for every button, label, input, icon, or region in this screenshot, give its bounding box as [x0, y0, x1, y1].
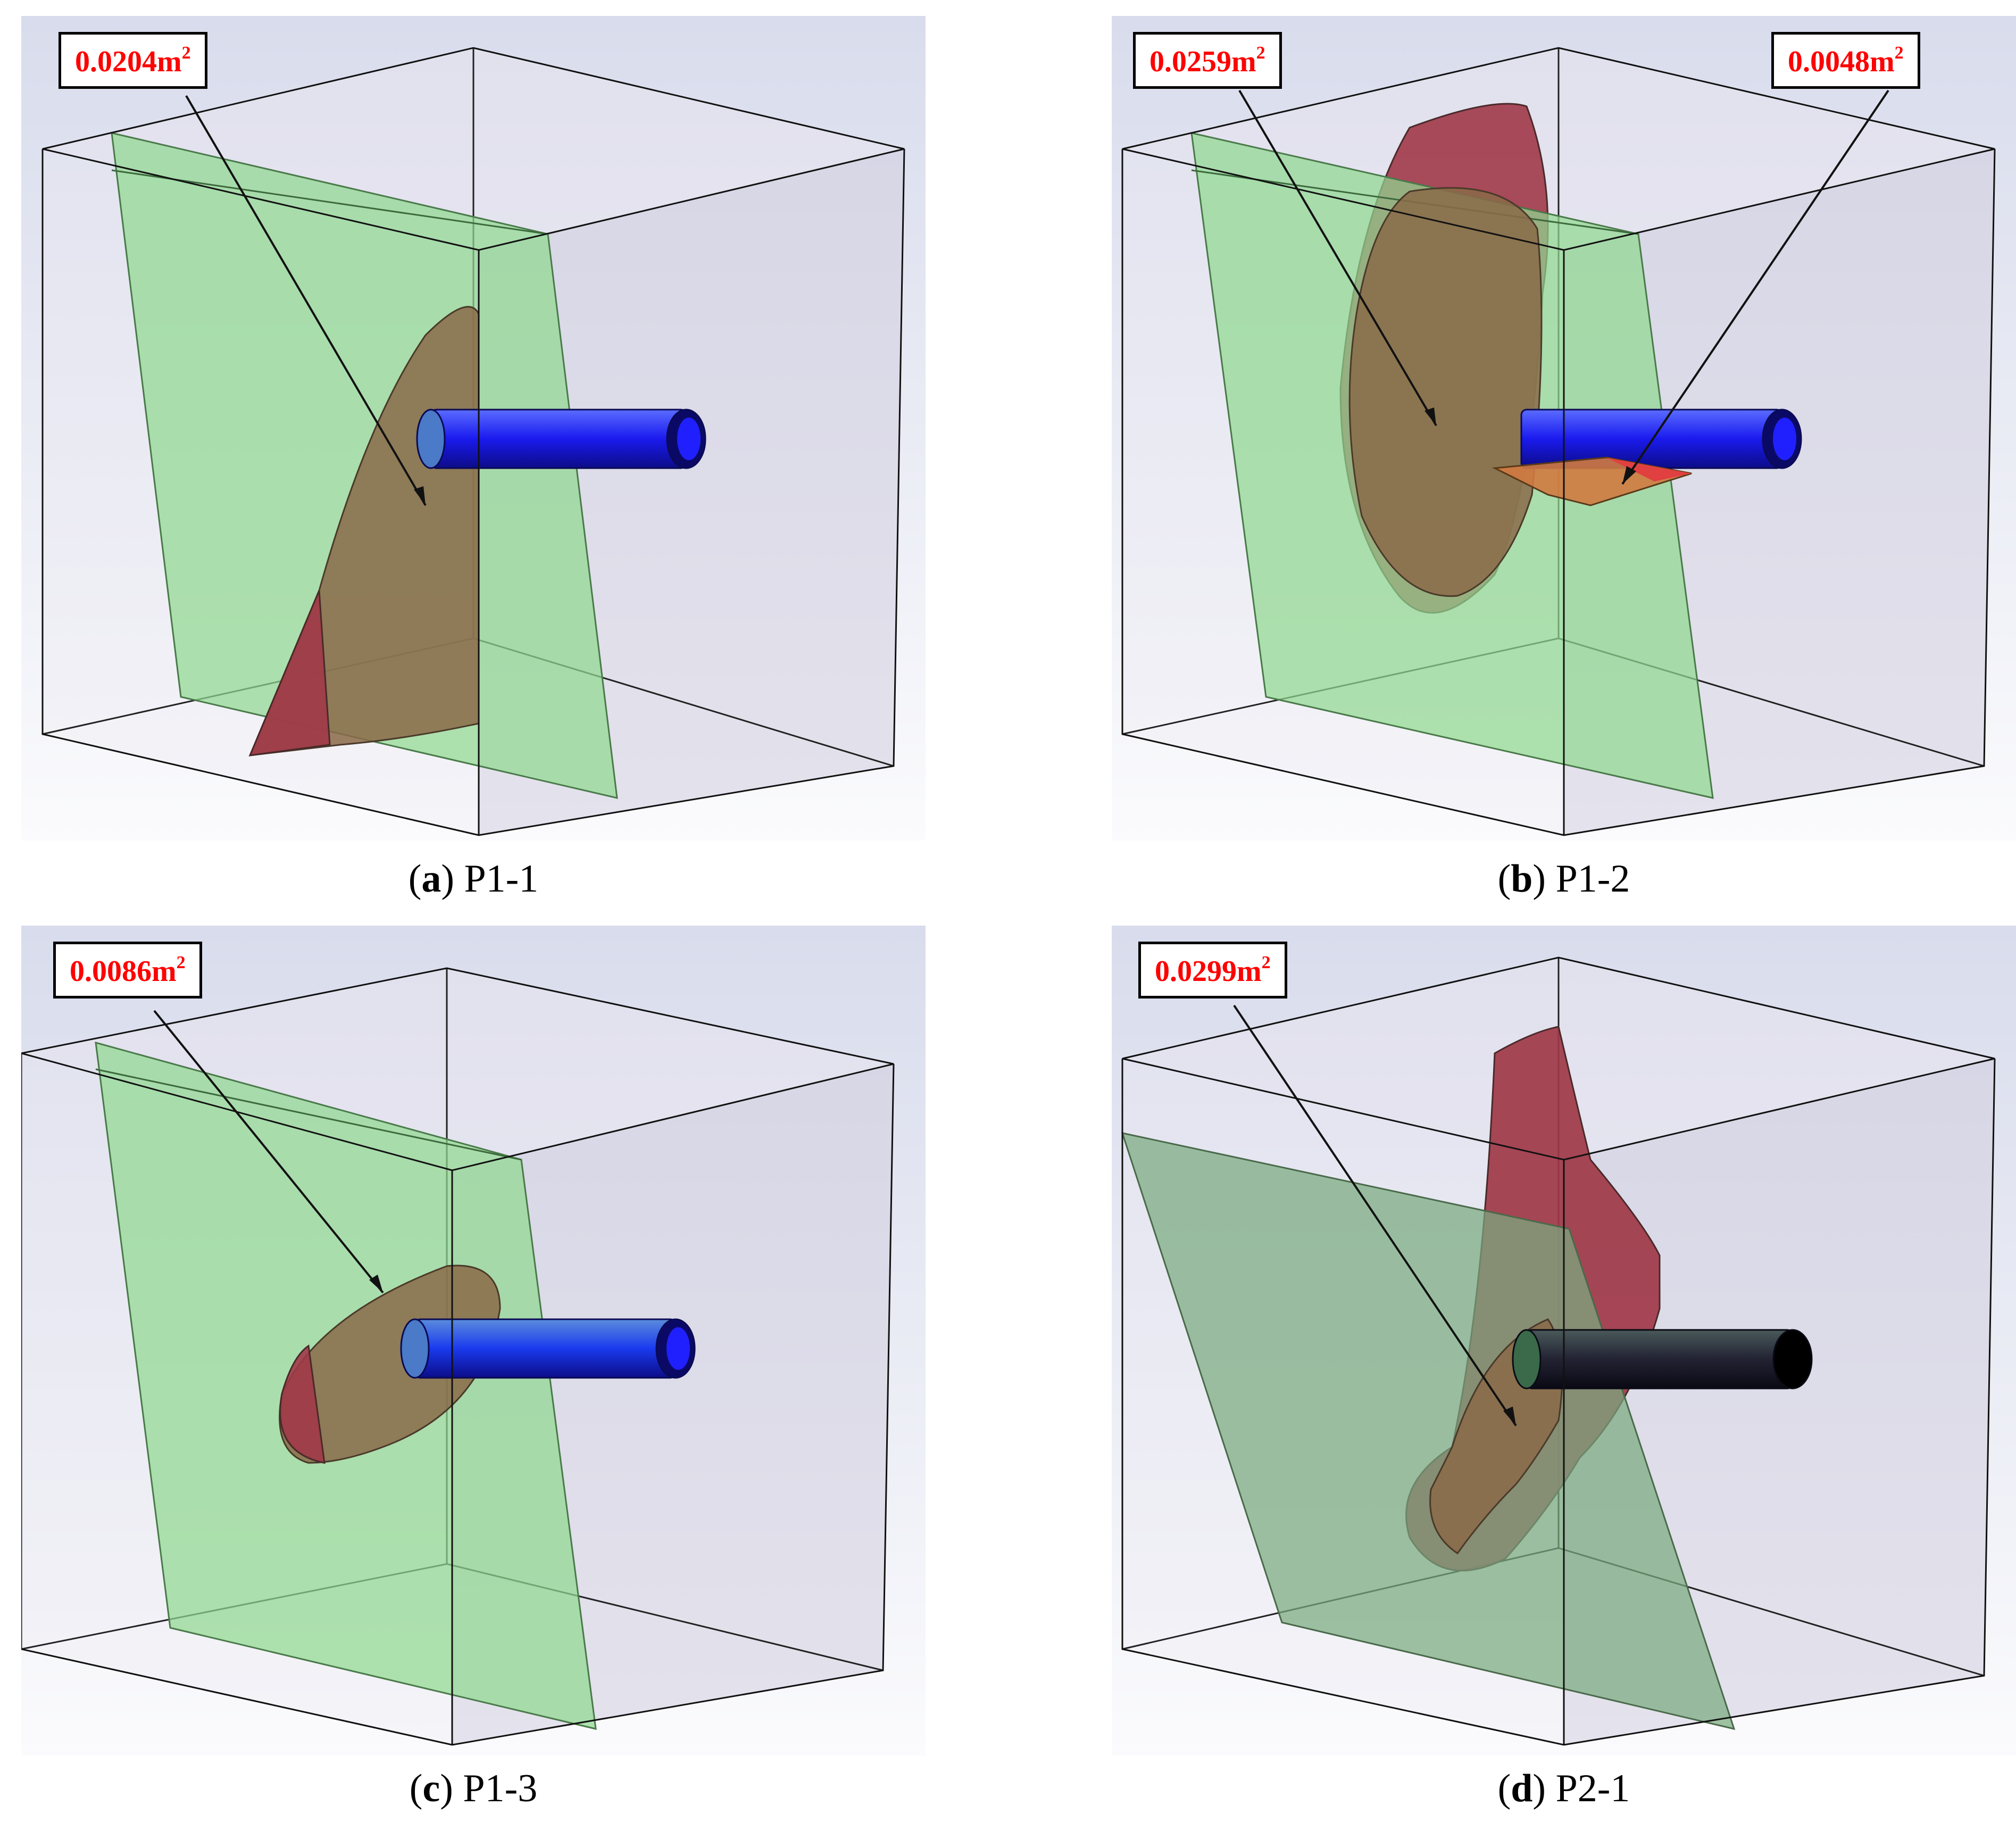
pipe — [414, 1318, 677, 1379]
caption-letter: c — [422, 1767, 440, 1810]
callout-exponent: 2 — [1256, 43, 1265, 63]
pipe-open-end-inner — [667, 1327, 690, 1370]
leader-line — [1233, 1004, 1517, 1427]
leader-arrowhead — [1503, 1407, 1516, 1426]
fracture-surface — [1348, 187, 1543, 597]
pipe-inner-end — [416, 409, 446, 469]
caption-d: (d) P2-1 — [1497, 1767, 1630, 1810]
panel-a-render — [21, 16, 926, 841]
leader-line-1 — [1238, 89, 1437, 427]
pipe-open-end — [1772, 1329, 1813, 1389]
panel-d — [1112, 926, 2016, 1755]
pipe-inner-end — [1512, 1329, 1542, 1389]
panel-c — [21, 926, 926, 1755]
leader-arrowhead-2 — [1622, 466, 1636, 484]
inclined-plane — [1121, 1131, 1736, 1730]
caption-b: (b) P1-2 — [1497, 857, 1630, 901]
panel-d-render — [1112, 926, 2016, 1755]
callout-value: 0.0299m — [1155, 955, 1262, 988]
green-plane-top-edge — [111, 169, 548, 235]
leader-arrowhead — [414, 486, 426, 505]
callout-exponent: 2 — [176, 953, 186, 972]
panel-b-render — [1112, 16, 2016, 841]
panel-a — [21, 16, 926, 841]
callout-value: 0.0259m — [1149, 45, 1256, 78]
caption-letter: b — [1511, 857, 1533, 901]
green-plane-top-edge — [95, 1068, 522, 1161]
fracture-surface-red-part — [279, 1344, 326, 1464]
callout-value: 0.0048m — [1788, 45, 1895, 78]
pipe-open-end-inner — [677, 418, 701, 460]
pipe-inner-end — [400, 1318, 430, 1379]
callout-exponent: 2 — [1261, 953, 1271, 972]
caption-text: P1-1 — [464, 857, 539, 901]
callout-exponent: 2 — [181, 43, 191, 63]
callout-area-c: 0.0086m2 — [53, 942, 202, 998]
caption-letter: a — [421, 857, 441, 901]
caption-c: (c) P1-3 — [409, 1767, 538, 1810]
callout-area-b-2: 0.0048m2 — [1771, 32, 1920, 89]
leader-arrowhead — [369, 1275, 383, 1293]
panel-c-render — [21, 926, 926, 1755]
leader-line-2 — [1621, 89, 1889, 485]
caption-text: P1-2 — [1555, 857, 1630, 901]
callout-value: 0.0204m — [75, 45, 182, 78]
pipe — [430, 409, 687, 469]
pipe-open-end-inner — [1773, 418, 1796, 460]
caption-a: (a) P1-1 — [408, 857, 539, 901]
callout-exponent: 2 — [1894, 43, 1904, 63]
callout-area-b: 0.0259m2 — [1133, 32, 1282, 89]
pipe — [1520, 409, 1783, 469]
callout-area-a: 0.0204m2 — [59, 32, 207, 89]
panel-b — [1112, 16, 2016, 841]
leader-line — [153, 1010, 384, 1294]
caption-letter: d — [1511, 1767, 1533, 1810]
leader-arrowhead-1 — [1424, 407, 1436, 426]
pipe — [1526, 1329, 1794, 1389]
caption-text: P2-1 — [1555, 1767, 1630, 1810]
callout-value: 0.0086m — [70, 955, 177, 988]
leader-line — [185, 95, 427, 506]
callout-area-d: 0.0299m2 — [1138, 942, 1287, 998]
box-top-face — [21, 968, 894, 1170]
small-fracture-red-edge — [1606, 457, 1692, 481]
caption-text: P1-3 — [463, 1767, 538, 1810]
fracture-surface-red-part — [248, 590, 331, 756]
